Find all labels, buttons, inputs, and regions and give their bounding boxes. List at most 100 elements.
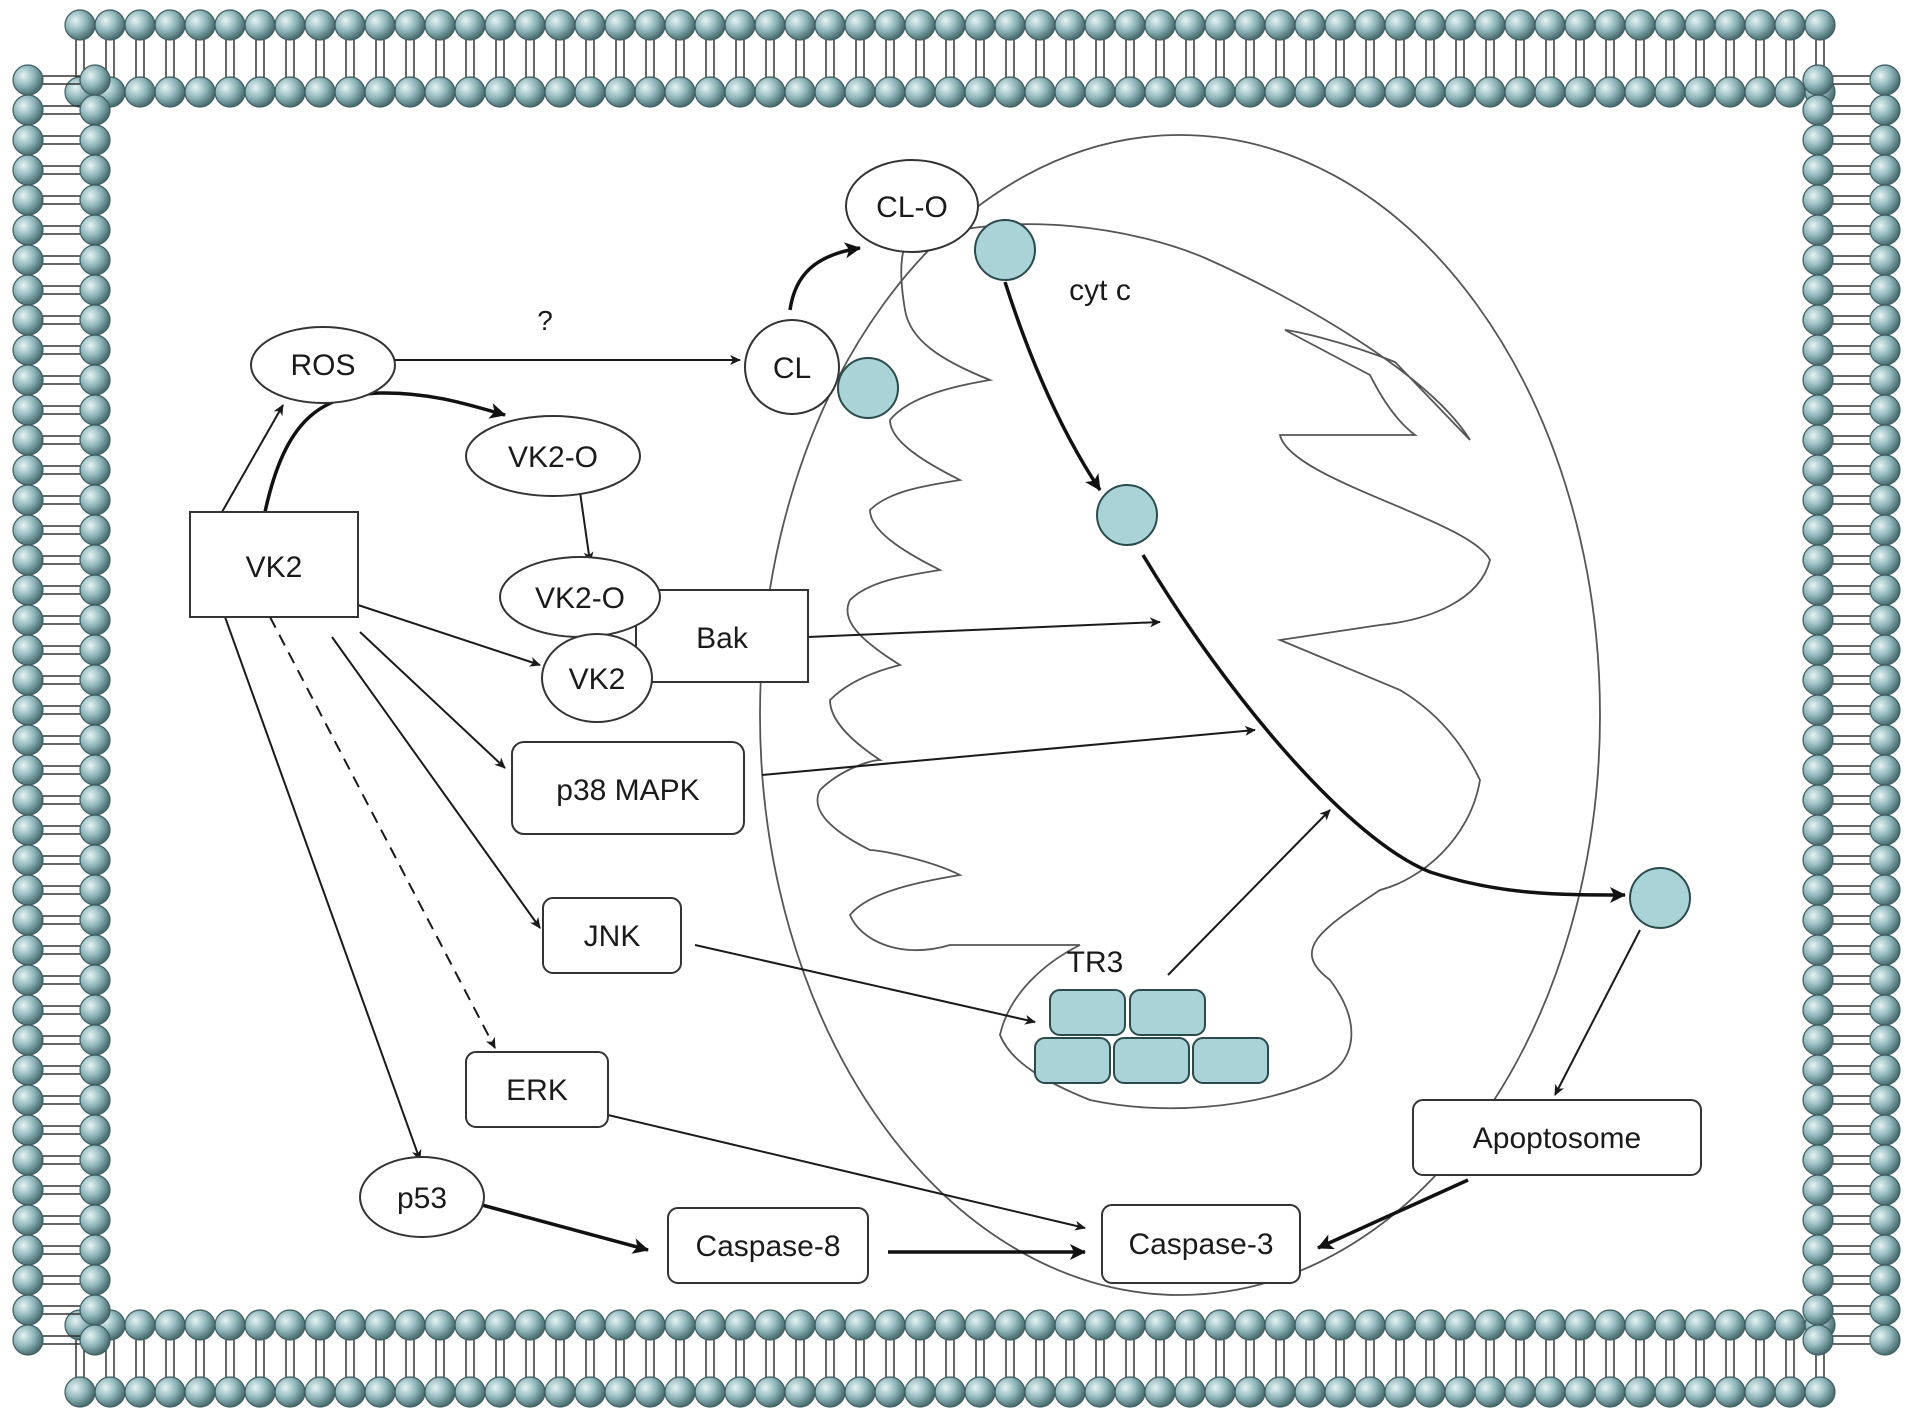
membrane-bead xyxy=(784,76,816,108)
membrane-bead xyxy=(1802,1114,1834,1146)
membrane-bead xyxy=(1024,76,1056,108)
membrane-bead xyxy=(124,1309,156,1341)
membrane-bead xyxy=(79,1324,111,1356)
membrane-bead xyxy=(394,9,426,41)
membrane-bead xyxy=(754,1376,786,1408)
membrane-bead xyxy=(424,1376,456,1408)
membrane-bead xyxy=(79,394,111,426)
membrane-bead xyxy=(1114,9,1146,41)
membrane-bead xyxy=(79,64,111,96)
membrane-bead xyxy=(64,9,96,41)
membrane-bead xyxy=(1869,1084,1901,1116)
membrane-bead xyxy=(1869,1024,1901,1056)
membrane-bead xyxy=(1802,604,1834,636)
membrane-bead xyxy=(1802,274,1834,306)
membrane-bead xyxy=(1264,1309,1296,1341)
cl-label: CL xyxy=(773,352,811,385)
edge-tr3-mito xyxy=(1167,809,1331,976)
membrane-bead xyxy=(634,9,666,41)
membrane-bead xyxy=(12,604,44,636)
membrane-bead xyxy=(1594,76,1626,108)
membrane-bead xyxy=(274,9,306,41)
membrane-bead xyxy=(1869,1264,1901,1296)
membrane-bead xyxy=(12,634,44,666)
membrane-bead xyxy=(79,724,111,756)
edge-vk2-vk2complex xyxy=(357,604,541,667)
edge-cytc-top-middle xyxy=(1003,281,1102,491)
membrane-bead xyxy=(94,9,126,41)
membrane-bead xyxy=(634,1376,666,1408)
membrane-bead xyxy=(12,274,44,306)
membrane-bead xyxy=(1384,9,1416,41)
membrane-bead xyxy=(1802,664,1834,696)
cl-node xyxy=(744,319,840,415)
membrane-bead xyxy=(1174,1309,1206,1341)
membrane-bead xyxy=(424,1309,456,1341)
membrane-bead xyxy=(334,76,366,108)
membrane-bead xyxy=(964,1309,996,1341)
membrane-bead xyxy=(244,1376,276,1408)
membrane-bead xyxy=(79,754,111,786)
edge-jnk-tr3 xyxy=(694,944,1036,1025)
membrane-bead xyxy=(1474,1309,1506,1341)
membrane-bead xyxy=(1354,1309,1386,1341)
membrane-bead xyxy=(1384,1376,1416,1408)
membrane-bead xyxy=(12,1204,44,1236)
membrane-bead xyxy=(1869,454,1901,486)
membrane-bead xyxy=(79,1264,111,1296)
nodes: VK2 ROS ? CL CL-O cyt c VK2-O Bak VK2-O … xyxy=(189,159,1702,1284)
edge-cytc-middle-released xyxy=(1141,554,1626,903)
membrane-bead xyxy=(79,1174,111,1206)
membrane-bead xyxy=(904,1376,936,1408)
membrane-bead xyxy=(1294,76,1326,108)
membrane-bead xyxy=(784,1376,816,1408)
membrane-bead xyxy=(1054,76,1086,108)
membrane-bead xyxy=(634,1309,666,1341)
membrane-bead xyxy=(79,694,111,726)
membrane-bead xyxy=(1534,1376,1566,1408)
membrane-bead xyxy=(1869,814,1901,846)
membrane-bead xyxy=(1354,1376,1386,1408)
membrane-bead xyxy=(544,9,576,41)
membrane-bead xyxy=(1802,334,1834,366)
membrane-bead xyxy=(154,9,186,41)
membrane-bead xyxy=(1869,1294,1901,1326)
membrane-bead xyxy=(1802,364,1834,396)
erk-node xyxy=(465,1051,609,1128)
p38-label: p38 MAPK xyxy=(556,774,699,807)
membrane-bead xyxy=(1802,544,1834,576)
membrane-bead xyxy=(904,1309,936,1341)
membrane-bead xyxy=(1774,76,1806,108)
membrane-bead xyxy=(1869,124,1901,156)
membrane-bead xyxy=(814,9,846,41)
membrane-bead xyxy=(79,934,111,966)
membrane-bead xyxy=(12,214,44,246)
membrane-bead xyxy=(1802,64,1834,96)
membrane-bead xyxy=(664,1376,696,1408)
membrane-bead xyxy=(12,1084,44,1116)
membrane-bead xyxy=(934,76,966,108)
membrane-bead xyxy=(364,76,396,108)
membrane-bead xyxy=(754,9,786,41)
membrane-bead xyxy=(1802,94,1834,126)
membrane-bead xyxy=(1444,76,1476,108)
membrane-bead xyxy=(12,454,44,486)
caspase3-label: Caspase-3 xyxy=(1128,1228,1273,1261)
cl-o-label: CL-O xyxy=(876,191,948,224)
membrane-bead xyxy=(79,154,111,186)
membrane-bead xyxy=(1802,964,1834,996)
membrane-bead xyxy=(1054,1376,1086,1408)
membrane-bead xyxy=(394,1376,426,1408)
membrane-bead xyxy=(12,1234,44,1266)
membrane-bead xyxy=(1294,1309,1326,1341)
membrane-bead xyxy=(1204,1376,1236,1408)
membrane-bead xyxy=(724,1376,756,1408)
membrane-bead xyxy=(1774,9,1806,41)
membrane-bead xyxy=(12,1144,44,1176)
membrane-bead xyxy=(1444,9,1476,41)
membrane-bead xyxy=(1869,664,1901,696)
membrane-bead xyxy=(1564,76,1596,108)
membrane-bead xyxy=(1534,9,1566,41)
membrane-bead xyxy=(1869,1234,1901,1266)
membrane-bead xyxy=(1564,1309,1596,1341)
